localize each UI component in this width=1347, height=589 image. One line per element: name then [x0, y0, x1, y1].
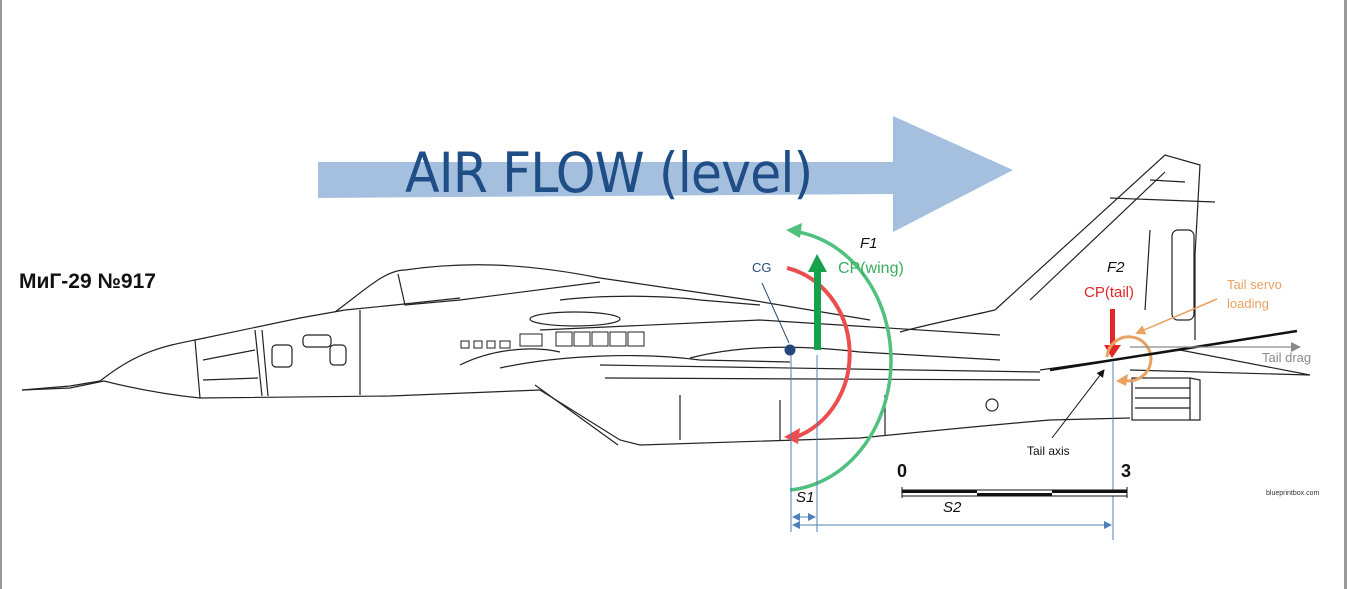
tail-servo-label: Tail servo loading	[1227, 275, 1282, 313]
credit-text: blueprintbox.com	[1266, 490, 1320, 497]
wing-lift-arrow-shaft	[814, 270, 821, 350]
airflow-label: AIR FLOW (level)	[405, 141, 813, 205]
wing-moment-arc	[789, 230, 893, 492]
s2-dimension-label: S2	[943, 499, 962, 516]
tail-cp-label: CP(tail)	[1084, 284, 1135, 301]
tail-servo-arc	[1105, 335, 1153, 383]
cg-label: CG	[752, 260, 772, 275]
cg-moment-arrowhead	[784, 428, 800, 444]
wing-lift-arrow-head	[808, 254, 827, 272]
tail-servo-arrowhead	[1116, 374, 1128, 386]
wing-cp-label: CP(wing)	[838, 260, 904, 277]
airflow-arrow	[318, 116, 1013, 232]
tail-drag-label: Tail drag	[1262, 350, 1312, 365]
scale-start-label: 0	[897, 461, 908, 481]
scale-bar	[901, 487, 1128, 498]
tail-force-arrow-shaft	[1110, 309, 1115, 349]
aircraft-title: МиГ-29 №917	[19, 270, 156, 293]
cg-point	[784, 344, 796, 356]
cg-leader-line	[761, 282, 790, 344]
aircraft-outline	[21, 154, 1311, 446]
tail-servo-pointer	[1135, 298, 1218, 335]
tail-axis-line	[1049, 329, 1298, 372]
tail-axis-pointer	[1051, 369, 1105, 439]
scale-end-label: 3	[1121, 461, 1132, 481]
tail-servo-label-line1: Tail servo	[1227, 277, 1282, 292]
tail-axis-label: Tail axis	[1027, 444, 1070, 458]
frame-left-border	[0, 0, 2, 589]
tail-servo-label-line2: loading	[1227, 296, 1269, 311]
s1-dimension-label: S1	[796, 489, 815, 506]
wing-moment-arrowhead	[786, 223, 802, 238]
dimension-lines	[790, 355, 1114, 540]
wing-force-name: F1	[860, 235, 878, 252]
frame-right-border	[1344, 0, 1347, 589]
tail-force-name: F2	[1107, 259, 1125, 276]
